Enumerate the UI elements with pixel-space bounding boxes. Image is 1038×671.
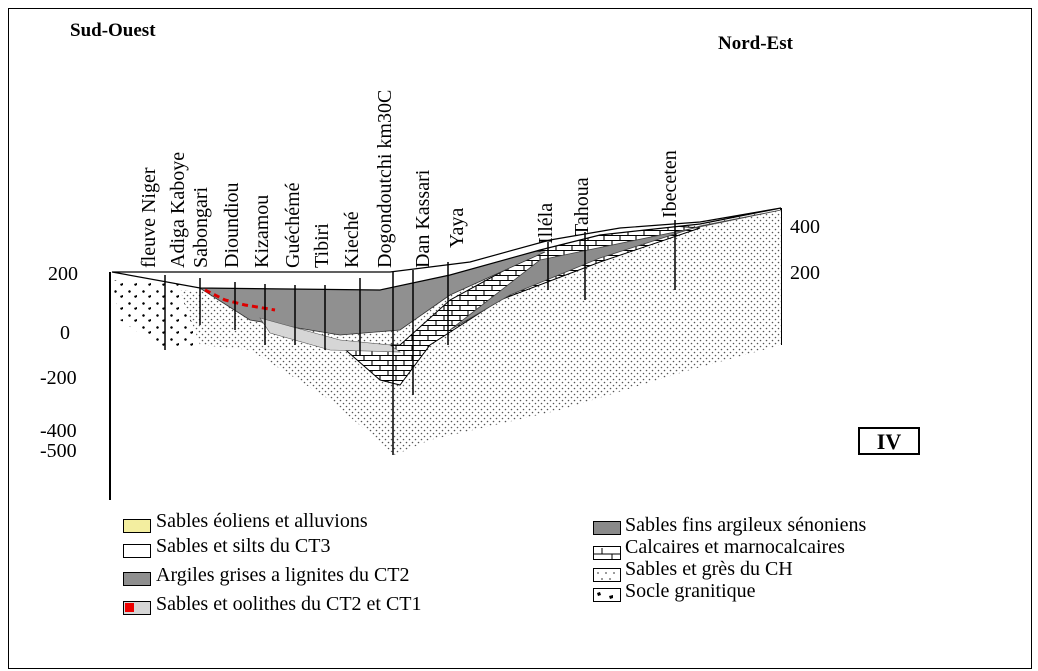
legend-label: Sables éoliens et alluvions [156,510,368,532]
layer-oolithes [259,317,401,353]
direction-southwest: Sud-Ouest [70,20,156,41]
figure-frame [8,8,1032,669]
locality-illela: Illéla [535,202,557,244]
layer-ct3 [111,207,782,291]
locality-ibeceten: Ibeceten [659,150,681,218]
legend-swatch-senoniens [593,521,621,535]
direction-northeast: Nord-Est [718,33,793,54]
locality-fleuve-niger: fleuve Niger [138,167,160,268]
layer-calcaires [338,224,701,386]
left-axis-tick: 0 [60,322,70,344]
legend-label: Sables et grès du CH [625,558,793,580]
locality-dogondoutchi: Dogondoutchi km30C [374,89,396,268]
locality-dioundiou: Dioundiou [221,182,243,268]
layer-sables-senoniens [449,209,782,331]
legend-swatch-eoliens [123,519,151,533]
left-axis-tick: -200 [40,367,77,389]
left-axis-tick: -500 [40,440,77,462]
locality-yaya: Yaya [446,207,468,248]
section-label: IV [858,427,920,455]
legend-label: Socle granitique [625,580,756,602]
legend-swatch-calcaires [593,546,621,560]
left-axis-tick: 200 [48,263,78,285]
locality-kizamou: Kizamou [251,194,273,268]
legend-label: Argiles grises a lignites du CT2 [156,564,410,586]
boreholes [164,220,676,455]
right-axis-tick: 400 [790,216,820,238]
layer-sables-gres-ch [180,210,781,455]
left-axis-tick: -400 [40,420,77,442]
locality-kieche: Kieché [341,211,363,268]
locality-adiga-kaboye: Adiga Kaboye [167,151,189,268]
legend-label: Sables fins argileux sénoniens [625,514,867,536]
legend-swatch-ct3 [123,544,151,558]
legend-label: Sables et silts du CT3 [156,535,331,557]
locality-guecheme: Guéchémé [282,182,304,268]
legend-swatch-argiles [123,572,151,586]
locality-tahoua: Tahoua [571,177,593,236]
locality-dan-kassari: Dan Kassari [412,169,434,268]
layer-socle [112,280,205,350]
legend-swatch-oolithes [123,601,151,615]
legend-label: Sables et oolithes du CT2 et CT1 [156,593,422,615]
legend-label: Calcaires et marnocalcaires [625,536,845,558]
legend-swatch-ch [593,568,621,582]
legend-swatch-socle [593,588,621,602]
right-axis-tick: 200 [790,262,820,284]
oolithe-marker-icon [125,603,134,612]
locality-sabongari: Sabongari [190,186,212,268]
locality-tibiri: Tibiri [311,223,333,268]
